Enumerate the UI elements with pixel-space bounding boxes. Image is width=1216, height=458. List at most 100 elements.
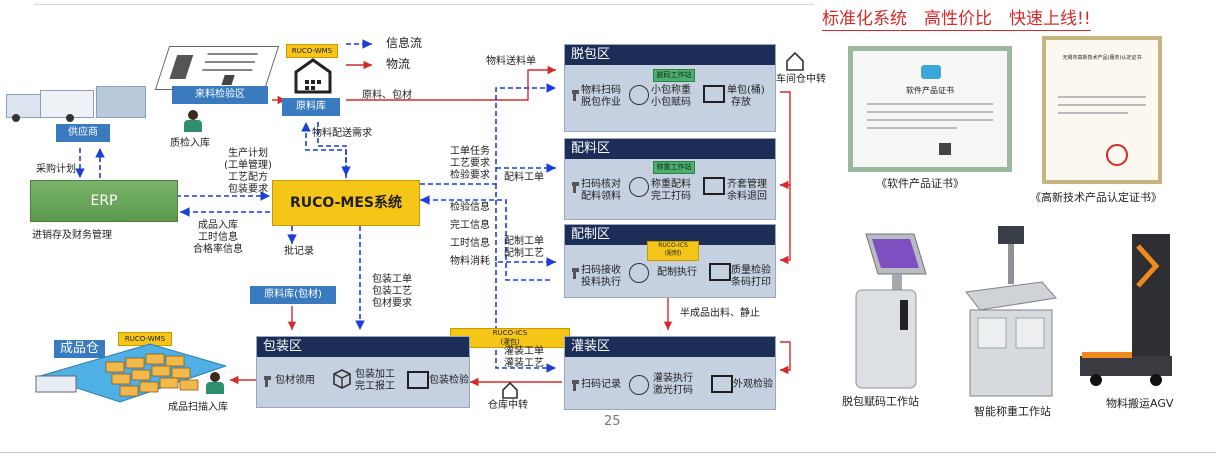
- filling-order-line: 灌装工单: [504, 346, 544, 357]
- flow-mes-to-filling: [495, 262, 556, 373]
- pack-order-line: 包装工艺: [372, 286, 412, 297]
- legend-material-flow: 物流: [386, 57, 411, 71]
- mes-line: 工艺要求: [450, 158, 490, 169]
- package-box-icon: [331, 367, 353, 389]
- raw-pack-label: 原料、包材: [362, 90, 412, 101]
- batch-record-label: 批记录: [284, 246, 314, 257]
- prep-order-line: 配制工单: [504, 236, 544, 247]
- prep-step3-line: 质量检验: [731, 265, 771, 276]
- mes-title: RUCO-MES系统: [290, 195, 402, 211]
- flow-filling-down: [780, 341, 791, 375]
- unpack-step3-line: 存放: [731, 97, 751, 108]
- device1-label: 脱包赋码工作站: [842, 395, 919, 408]
- packing-step2-line: 包装加工: [355, 369, 395, 380]
- flow-mes-to-raw: [301, 122, 347, 178]
- pack-material-store: 原料库(包材): [250, 286, 336, 304]
- fingerprint-icon: [629, 375, 649, 395]
- prep-order-line: 配制工艺: [504, 248, 544, 259]
- flow-raw-demand: [317, 122, 351, 176]
- inspector-person-icon: [182, 110, 204, 132]
- material-delivery-order-label: 物料送料单: [486, 56, 536, 67]
- erp-subtitle: 进销存及财务管理: [32, 230, 112, 241]
- bottom-rule: [0, 452, 1216, 453]
- unpack-step2-line: 小包称重: [651, 85, 691, 96]
- filling-step1-line: 扫码记录: [581, 379, 621, 390]
- warehouse-transfer-label: 仓库中转: [488, 400, 528, 411]
- mes-from-zones-lines: 检验信息 完工信息 工时信息 物料消耗: [450, 202, 490, 268]
- zone-ingredient: 配料区 称重工作站 扫码核对 配料领料 称重配料 完工打码 齐套管理 余料退回: [564, 138, 776, 220]
- finished-scan-label: 成品扫描入库: [168, 402, 228, 413]
- material-delivery-demand-label: 物料配送需求: [312, 128, 372, 139]
- scanner-icon: [571, 377, 580, 391]
- mes-line: 完工信息: [450, 220, 490, 231]
- device2-label: 智能称重工作站: [974, 405, 1051, 418]
- mes-to-zones-lines: 工单任务 工艺要求 检验要求: [450, 146, 490, 182]
- scanner-icon: [571, 179, 580, 193]
- supplier-label: 供应商: [56, 124, 110, 142]
- flow-unpack-to-ingredient: [780, 91, 791, 190]
- top-rule: [34, 4, 814, 5]
- filling-order-lines: 灌装工单 灌装工艺: [504, 346, 544, 370]
- headline: 标准化系统 高性价比 快速上线!!: [822, 9, 1091, 31]
- prep-order-lines: 配制工单 配制工艺: [504, 236, 544, 260]
- ingredient-step3-line: 齐套管理: [727, 179, 767, 190]
- filling-order-line: 灌装工艺: [504, 358, 544, 369]
- zone-unpack-title: 脱包区: [565, 45, 775, 65]
- erp-title: ERP: [90, 193, 118, 209]
- red-seal-icon: [1106, 144, 1128, 166]
- box-icon: [703, 85, 725, 103]
- unpack-workstation-image: [848, 230, 934, 390]
- plan-line: 包装要求: [228, 184, 268, 195]
- prep-step2-line: 配制执行: [657, 267, 697, 278]
- cert2-heading: 无锡市高新技术产品(服务)认定证书: [1062, 55, 1142, 61]
- workshop-transfer-label: 车间仓中转: [776, 74, 826, 85]
- ingredient-order-label: 配料工单: [504, 172, 544, 183]
- unpack-step1-line: 物料扫码: [581, 85, 621, 96]
- pack-order-lines: 包装工单 包装工艺 包材要求: [372, 274, 412, 310]
- inspection-document: [154, 46, 280, 90]
- erp-plan-lines: 生产计划 (工单管理) 工艺配方 包装要求: [222, 148, 274, 196]
- ingredient-step2-line: 称重配料: [651, 179, 691, 190]
- weighing-workstation-image: [956, 222, 1058, 400]
- ingredient-step1-line: 配料领料: [581, 191, 621, 202]
- cert1-caption: 《软件产品证书》: [876, 177, 964, 190]
- mes-line: 检验信息: [450, 202, 490, 213]
- ingredient-step1-line: 扫码核对: [581, 179, 621, 190]
- return-line: 成品入库: [198, 220, 238, 231]
- warehouse-icon: [294, 58, 332, 94]
- prep-step3-line: 条码打印: [731, 277, 771, 288]
- flow-zones-to-mes: [420, 195, 550, 281]
- device3-label: 物料搬运AGV: [1106, 397, 1174, 410]
- return-line: 工时信息: [198, 232, 238, 243]
- fingerprint-icon: [629, 177, 649, 197]
- flow-raw-to-unpack: [346, 65, 556, 101]
- zone-ingredient-title: 配料区: [565, 139, 775, 159]
- pack-order-line: 包装工单: [372, 274, 412, 285]
- fingerprint-icon: [629, 85, 649, 105]
- box-icon: [407, 371, 429, 389]
- filling-step2-line: 灌装执行: [653, 373, 693, 384]
- filling-ics-line: RUCO-ICS: [492, 329, 528, 337]
- finished-goods-illustration: [30, 336, 228, 406]
- box-icon: [703, 177, 725, 195]
- mes-line: 工时信息: [450, 238, 490, 249]
- mes-box: RUCO-MES系统: [272, 180, 420, 226]
- scan-person-icon: [204, 372, 226, 394]
- purchase-plan-label: 采购计划: [36, 164, 76, 175]
- software-certificate-image: 软件产品证书: [848, 46, 1012, 172]
- warehouse-transfer-icon: [500, 380, 520, 400]
- flow-mes-to-prep: [495, 184, 556, 267]
- mes-line: 工单任务: [450, 146, 490, 157]
- supplier-truck-illustration: [6, 86, 146, 122]
- plan-line: 工艺配方: [228, 172, 268, 183]
- hightech-certificate-image: 无锡市高新技术产品(服务)认定证书: [1042, 36, 1162, 184]
- prep-ics-line: RUCO-ICS: [658, 242, 688, 249]
- filling-step3-line: 外观检验: [733, 379, 773, 390]
- flow-mes-to-zones: [420, 83, 556, 185]
- incoming-inspection-label: 来料检验区: [172, 86, 268, 104]
- mes-line: 检验要求: [450, 170, 490, 181]
- zone-prep-title: 配制区: [565, 225, 775, 245]
- prep-step1-line: 投料执行: [581, 277, 621, 288]
- filling-ics-line: (灌包): [500, 338, 520, 346]
- raw-warehouse-label: 原料库: [282, 98, 340, 116]
